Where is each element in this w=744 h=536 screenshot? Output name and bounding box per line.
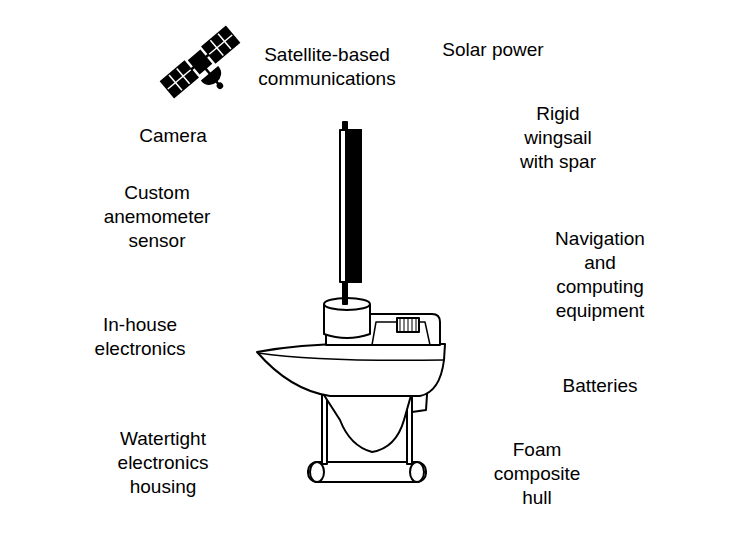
part-label: Custom anemometer sensor bbox=[92, 181, 222, 253]
part-label: Solar power bbox=[423, 38, 563, 62]
part-label: Camera bbox=[118, 124, 228, 148]
part-label: Satellite-based communications bbox=[245, 43, 410, 91]
part-label: Foam composite hull bbox=[485, 438, 590, 510]
part-label: Watertight electronics housing bbox=[101, 427, 226, 499]
part-label: Navigation and computing equipment bbox=[546, 227, 654, 323]
satellite-icon bbox=[161, 27, 253, 114]
part-label: Rigid wingsail with spar bbox=[508, 102, 608, 174]
part-label: Batteries bbox=[540, 374, 660, 398]
boat-drawing bbox=[257, 122, 445, 482]
part-label: In-house electronics bbox=[80, 313, 200, 361]
